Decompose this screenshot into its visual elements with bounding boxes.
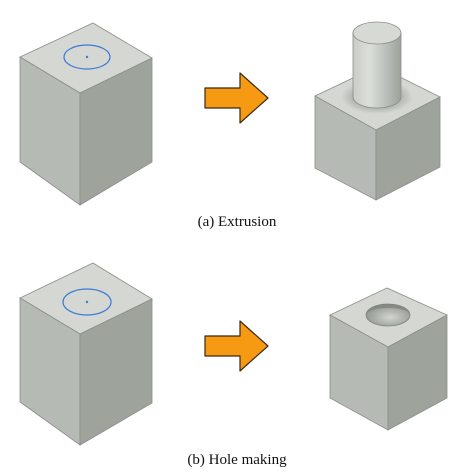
- sketch-center-point-icon: [85, 300, 89, 304]
- cube-with-sketch-b: [19, 262, 153, 446]
- cube-with-sketch-a: [19, 22, 153, 206]
- caption-extrusion: (a) Extrusion: [197, 214, 277, 230]
- sketch-circle-icon: [62, 288, 112, 316]
- sketch-circle-icon: [63, 44, 111, 70]
- caption-hole-making: (b) Hole making: [187, 452, 287, 468]
- cube-right-face: [79, 298, 153, 446]
- arrow-icon-a: [204, 72, 269, 124]
- cube-right-face: [79, 57, 153, 206]
- cube-right-face: [387, 314, 448, 431]
- arrow-icon-b: [204, 320, 269, 372]
- cylinder-top: [352, 21, 402, 45]
- extruded-cylinder: [352, 21, 402, 109]
- cube-right-face: [375, 96, 441, 201]
- cube-with-hole: [329, 287, 448, 431]
- extruded-cube: [314, 21, 441, 201]
- sketch-center-point-icon: [85, 55, 89, 59]
- hole-inner-shadow: [366, 304, 410, 315]
